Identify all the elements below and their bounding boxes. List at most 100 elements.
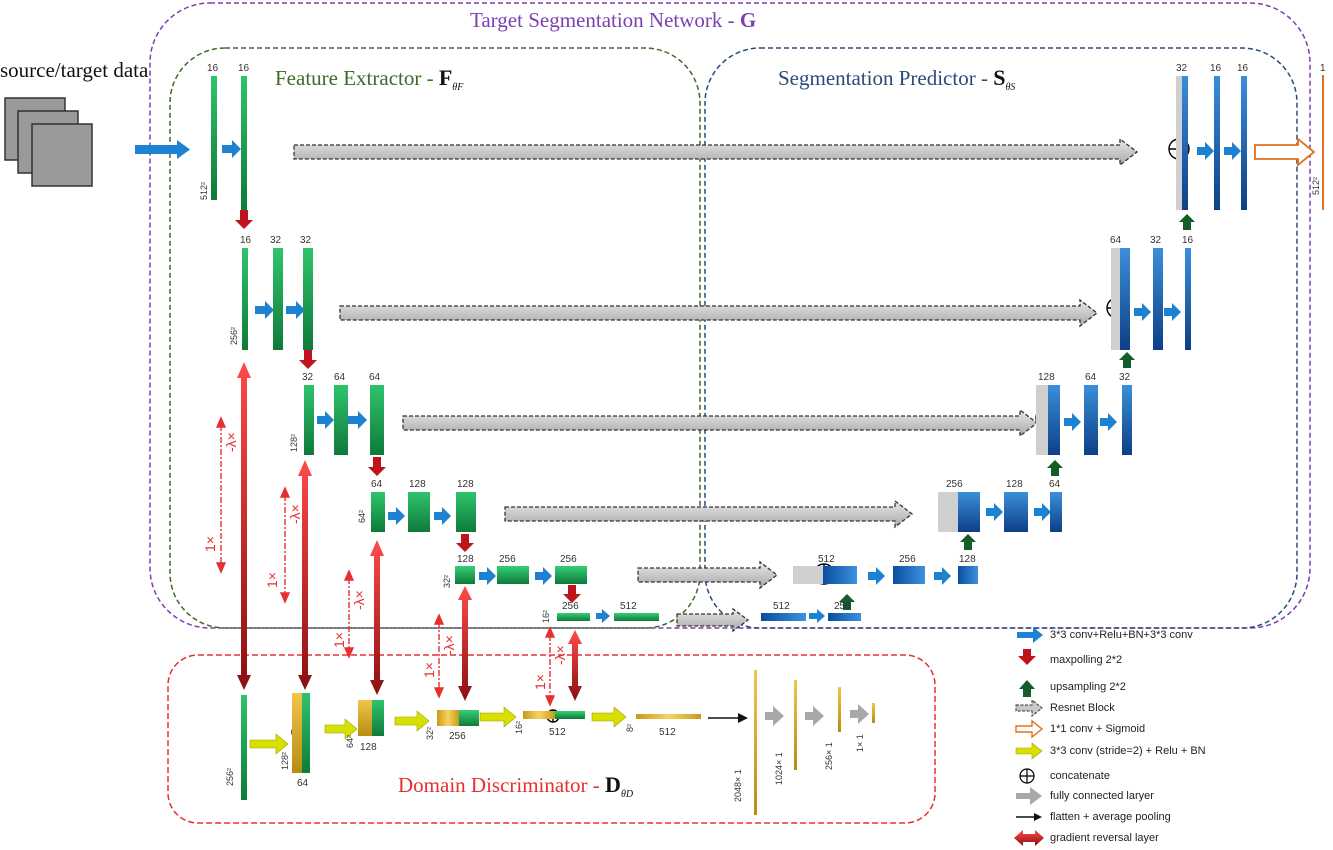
dec1-map-a [1182,76,1188,210]
enc4-map-b [408,492,430,532]
output-size: 512² [1311,176,1321,195]
fc-arrows [765,704,869,726]
enc2-ch-c: 32 [300,235,312,246]
disc6-map [636,714,701,719]
disc3-green [372,700,384,736]
disc4-size: 32² [425,726,435,740]
target-network-box [149,2,1311,629]
legend-item-sigmoid: 1*1 conv + Sigmoid [1050,723,1146,735]
enc5-ch-c: 256 [560,554,577,565]
disc5-size: 16² [514,720,524,734]
resnet-skip-arrows [293,137,1139,633]
enc6-map-b [614,613,659,621]
orange-outline-arrow-icon [1015,719,1044,739]
disc5-green [555,711,585,719]
black-arrow-icon [1016,813,1042,821]
grl-hint-arrows [215,416,556,707]
dec6-map-b [828,613,861,621]
enc4-map-c [456,492,476,532]
gradient-reversal-arrows [237,362,582,701]
disc4-green [459,710,479,726]
disc4-gold [437,710,459,726]
dec2-skip-copy [1111,248,1120,350]
disc3-ch: 128 [360,742,377,753]
feature-extractor-box [169,47,701,629]
dec1-ch-c: 16 [1237,63,1249,74]
disc-input-map [241,695,247,800]
dec1-ch-a: 32 [1176,63,1188,74]
dec2-ch-a: 64 [1110,235,1122,246]
dec2-map-b [1153,248,1163,350]
feature-title-text: Feature Extractor - [275,66,439,90]
input-label: source/target data [0,58,149,82]
segmentation-predictor-box [704,47,1298,629]
network-title-text: Target Segmentation Network - [470,8,740,32]
seg-title-letter: S [993,65,1006,90]
enc5-size: 32² [442,574,452,588]
grey-arrow-icon [1016,787,1042,805]
output-ch: 1 [1320,63,1326,74]
circled-plus-icon [1019,768,1035,784]
enc1-ch-a: 16 [207,63,219,74]
dec1-map-c [1241,76,1247,210]
grl2-lambda: -λ× [287,504,303,524]
enc6-size: 16² [541,609,551,623]
dec4-ch-a: 256 [946,479,963,490]
legend-item-maxpool: maxpolling 2*2 [1050,654,1123,666]
enc1-map-a [211,76,217,200]
disc6-size: 8² [625,723,635,732]
enc5-ch-b: 256 [499,554,516,565]
dec1-ch-b: 16 [1210,63,1222,74]
enc5-ch-a: 128 [457,554,474,565]
legend-item-grl: gradient reversal layer [1050,832,1159,844]
output-map [1322,75,1324,210]
dec3-ch-b: 64 [1085,372,1097,383]
enc2-size: 256² [229,326,239,345]
input-conv-arrow [135,140,190,159]
grl1-one: 1× [202,536,218,552]
enc1-size: 512² [199,181,209,200]
feature-extractor-title: Feature Extractor - FθF [275,65,463,93]
fc1-label: 2048× 1 [733,769,743,802]
enc3-ch-a: 32 [302,372,314,383]
maxpool-arrows [235,210,581,603]
network-title: Target Segmentation Network - G [470,8,756,33]
legend-item-fc: fully connected laryer [1050,790,1154,802]
grl5-one: 1× [532,674,548,690]
flatten-arrow [708,713,748,723]
enc3-ch-b: 64 [334,372,346,383]
enc5-map-b [497,566,529,584]
dec3-ch-c: 32 [1119,372,1131,383]
feature-title-subscript: θF [452,82,464,94]
dec2-map-c [1185,248,1191,350]
enc3-size: 128² [289,433,299,452]
dec2-map-a [1120,248,1130,350]
dec3-skip-copy [1036,385,1048,455]
grl4-lambda: -λ× [441,635,457,655]
disc5-gold [523,711,555,719]
fc2-label: 1024× 1 [774,752,784,785]
grl3-lambda: -λ× [351,590,367,610]
dec5-ch-a: 512 [818,554,835,565]
dec4-map-a [958,492,980,532]
grl1-lambda: -λ× [223,432,239,452]
enc3-map-b [334,385,348,455]
disc2-ch: 64 [297,778,309,789]
dec3-map-c [1122,385,1132,455]
enc6-ch-a: 256 [562,601,579,612]
segmentation-predictor-title: Segmentation Predictor - SθS [778,65,1015,93]
legend-item-stride-conv: 3*3 conv (stride=2) + Relu + BN [1050,745,1206,757]
green-up-arrow-icon [1019,680,1035,697]
input-image-stack [4,97,93,187]
dec2-ch-c: 16 [1182,235,1194,246]
dec5-map-a [823,566,857,584]
stride-conv-arrows [249,706,627,755]
blue-arrow-icon [1017,627,1043,643]
enc1-map-b [241,76,247,210]
enc3-map-a [304,385,314,455]
fc3-label: 256× 1 [824,742,834,770]
dec5-ch-b: 256 [899,554,916,565]
enc4-size: 64² [357,509,367,523]
enc1-ch-b: 16 [238,63,250,74]
output-sigmoid-arrow [1254,137,1316,167]
